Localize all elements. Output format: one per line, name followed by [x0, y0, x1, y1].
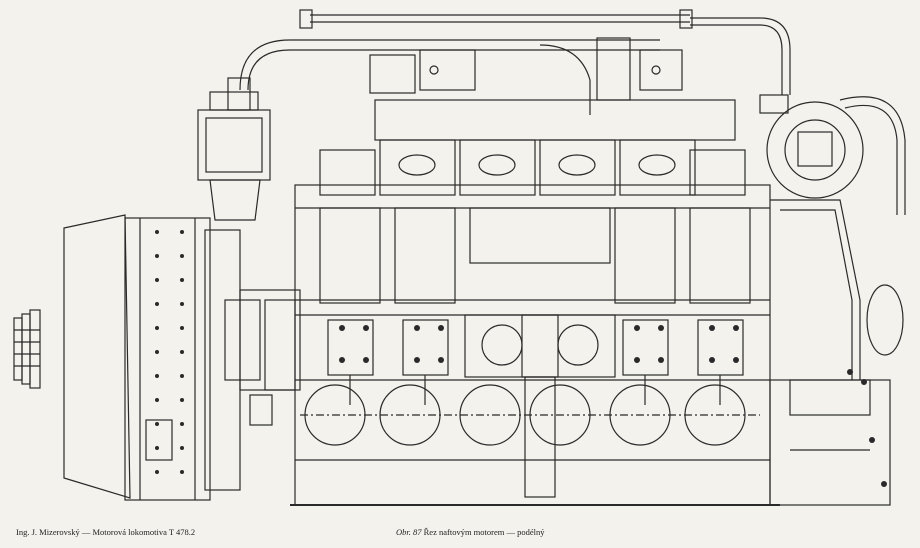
figure-caption-text: Řez naftovým motorem — podélný — [423, 527, 545, 537]
pulley-stack — [13, 309, 41, 389]
front-bearing-housing — [239, 289, 301, 426]
central-housing — [464, 314, 616, 498]
turbocharger — [759, 94, 906, 380]
figure-caption: Obr. 87 Řez naftovým motorem — podélný — [396, 527, 545, 537]
engine-block — [290, 184, 780, 506]
figure-label: Obr. 87 — [396, 527, 422, 537]
air-filter-box — [197, 77, 271, 221]
housing-bolts — [155, 230, 184, 474]
crankshaft — [300, 384, 760, 446]
generator-housing — [63, 214, 261, 501]
cylinders — [319, 207, 751, 304]
auxiliary-housing — [769, 369, 891, 506]
cylinder-heads — [319, 139, 746, 196]
top-piping — [239, 9, 791, 141]
pistons — [327, 319, 744, 405]
footer-author-title: Ing. J. Mizerovský — Motorová lokomotiva… — [16, 527, 196, 537]
